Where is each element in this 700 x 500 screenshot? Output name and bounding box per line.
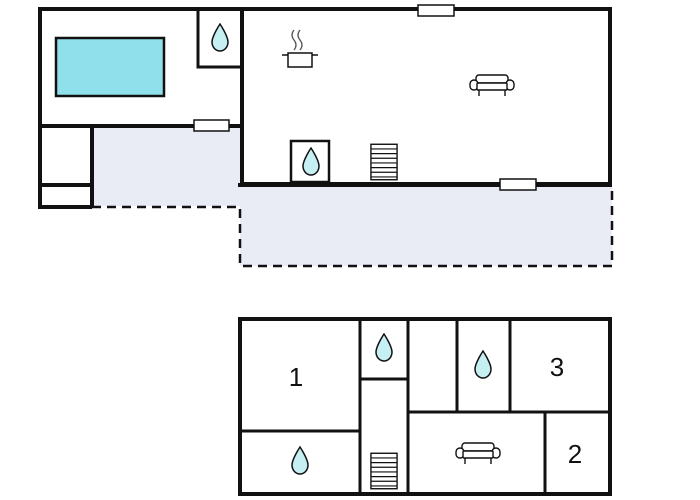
water-drop-icon <box>291 446 309 475</box>
water-drop-icon <box>211 23 229 52</box>
stairs-icon <box>370 452 398 490</box>
outer-wall-upper-floor <box>238 317 612 496</box>
sofa-icon <box>469 74 515 97</box>
room-label-1: 1 <box>289 362 303 392</box>
wall-wash-room <box>196 9 242 69</box>
upper-floor: 1 3 2 <box>238 317 612 496</box>
cooking-pot-icon <box>282 29 318 68</box>
terrace-left <box>92 126 242 206</box>
sofa-icon <box>455 442 501 465</box>
terrace-outline <box>92 185 614 268</box>
room-label-3: 3 <box>550 352 564 382</box>
stairs-icon <box>370 143 398 181</box>
window <box>193 119 230 132</box>
room-label-2: 2 <box>568 439 582 469</box>
water-drop-icon <box>375 333 393 362</box>
pool <box>54 36 166 98</box>
ground-floor <box>38 4 614 268</box>
terrace-bottom <box>240 185 612 266</box>
water-drop-icon <box>474 350 492 379</box>
window <box>499 178 537 191</box>
window <box>417 4 455 17</box>
